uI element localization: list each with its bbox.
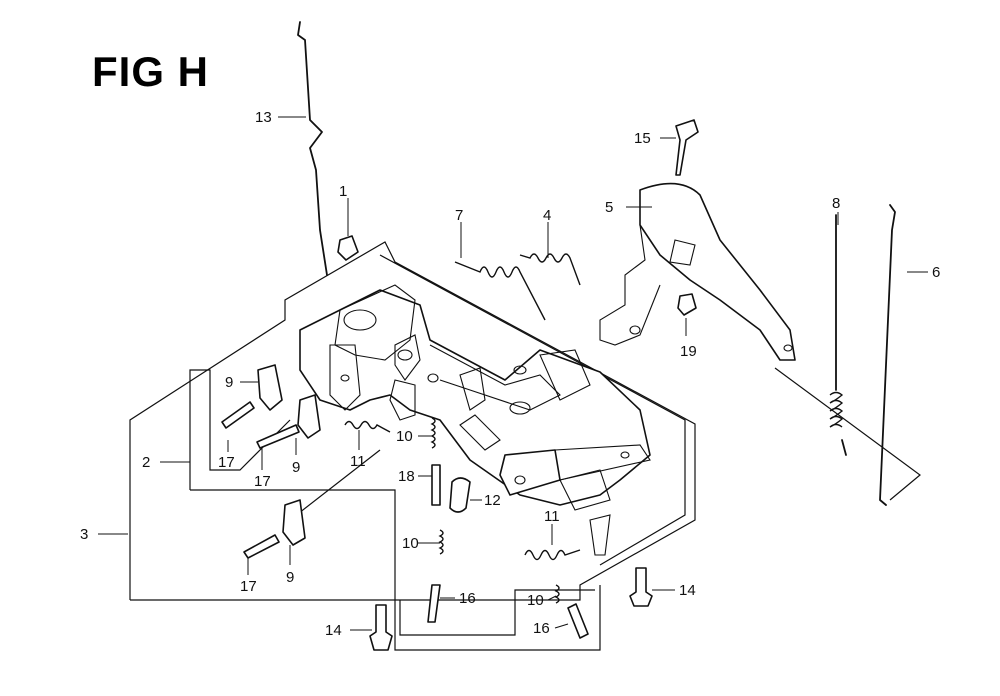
- callout-10-upper: 10: [396, 428, 413, 445]
- assembly-frame-base: [190, 489, 601, 651]
- callout-16-b: 16: [533, 620, 550, 637]
- lever-guide-line: [289, 449, 381, 521]
- callout-18: 18: [398, 468, 415, 485]
- callout-17-b: 17: [254, 473, 271, 490]
- callout-14-right: 14: [679, 582, 696, 599]
- spring-7: [454, 261, 546, 321]
- callout-11-lower: 11: [544, 508, 560, 525]
- control-base-plate: [299, 284, 651, 556]
- callout-9-upper: 9: [225, 374, 233, 391]
- nut-19: [677, 293, 697, 316]
- callout-10-lower: 10: [527, 592, 544, 609]
- callout-9-lower: 9: [286, 569, 294, 586]
- lever-guide-lines: [774, 367, 921, 501]
- clip-9-middle: [297, 394, 321, 439]
- callout-4: 4: [543, 207, 551, 224]
- governor-rod: [297, 21, 328, 276]
- callout-2: 2: [142, 454, 150, 471]
- figure-title: FIG H: [92, 48, 209, 95]
- nut-1: [337, 235, 359, 261]
- callout-17-a: 17: [218, 454, 235, 471]
- assembly-frame-2: [189, 369, 291, 490]
- callout-9-middle: 9: [292, 459, 300, 476]
- callout-10-middle: 10: [402, 535, 419, 552]
- spring-10-lower: [554, 584, 560, 604]
- callout-8: 8: [832, 195, 840, 212]
- bolt-14-right: [629, 567, 653, 607]
- screw-17-c: [243, 534, 280, 559]
- spring-11-lower: [524, 549, 581, 561]
- callout-11-upper: 11: [350, 453, 366, 470]
- spring-11-upper: [344, 420, 391, 433]
- clip-9-lower: [282, 499, 306, 546]
- choke-lever: [599, 182, 796, 361]
- callout-17-c: 17: [240, 578, 257, 595]
- callout-6: 6: [932, 264, 940, 281]
- callout-16-a: 16: [459, 590, 476, 607]
- callout-15: 15: [634, 130, 651, 147]
- callout-19: 19: [680, 343, 697, 360]
- sub-frame: [399, 589, 595, 636]
- spring-10-upper: [430, 417, 436, 449]
- choke-rod: [879, 204, 896, 506]
- callout-12: 12: [484, 492, 501, 509]
- screw-18: [431, 464, 441, 506]
- collar-12: [449, 477, 471, 513]
- screw-16-a: [427, 584, 441, 623]
- spring-4: [519, 253, 581, 286]
- leader-lines: [98, 116, 928, 631]
- bolt-14-left: [369, 604, 393, 651]
- panel-frame: [379, 254, 686, 566]
- callout-5: 5: [605, 199, 613, 216]
- callout-14-left: 14: [325, 622, 342, 639]
- screw-17-a: [221, 401, 255, 429]
- callout-7: 7: [455, 207, 463, 224]
- spring-10-middle: [438, 529, 444, 555]
- screw-16-b: [567, 603, 589, 639]
- callout-1: 1: [339, 183, 347, 200]
- clip-9-upper: [257, 364, 283, 411]
- governor-spring-rod: [829, 214, 847, 456]
- bolt-15: [675, 119, 699, 176]
- callout-3: 3: [80, 526, 88, 543]
- callout-13: 13: [255, 109, 272, 126]
- screw-17-b: [256, 424, 300, 449]
